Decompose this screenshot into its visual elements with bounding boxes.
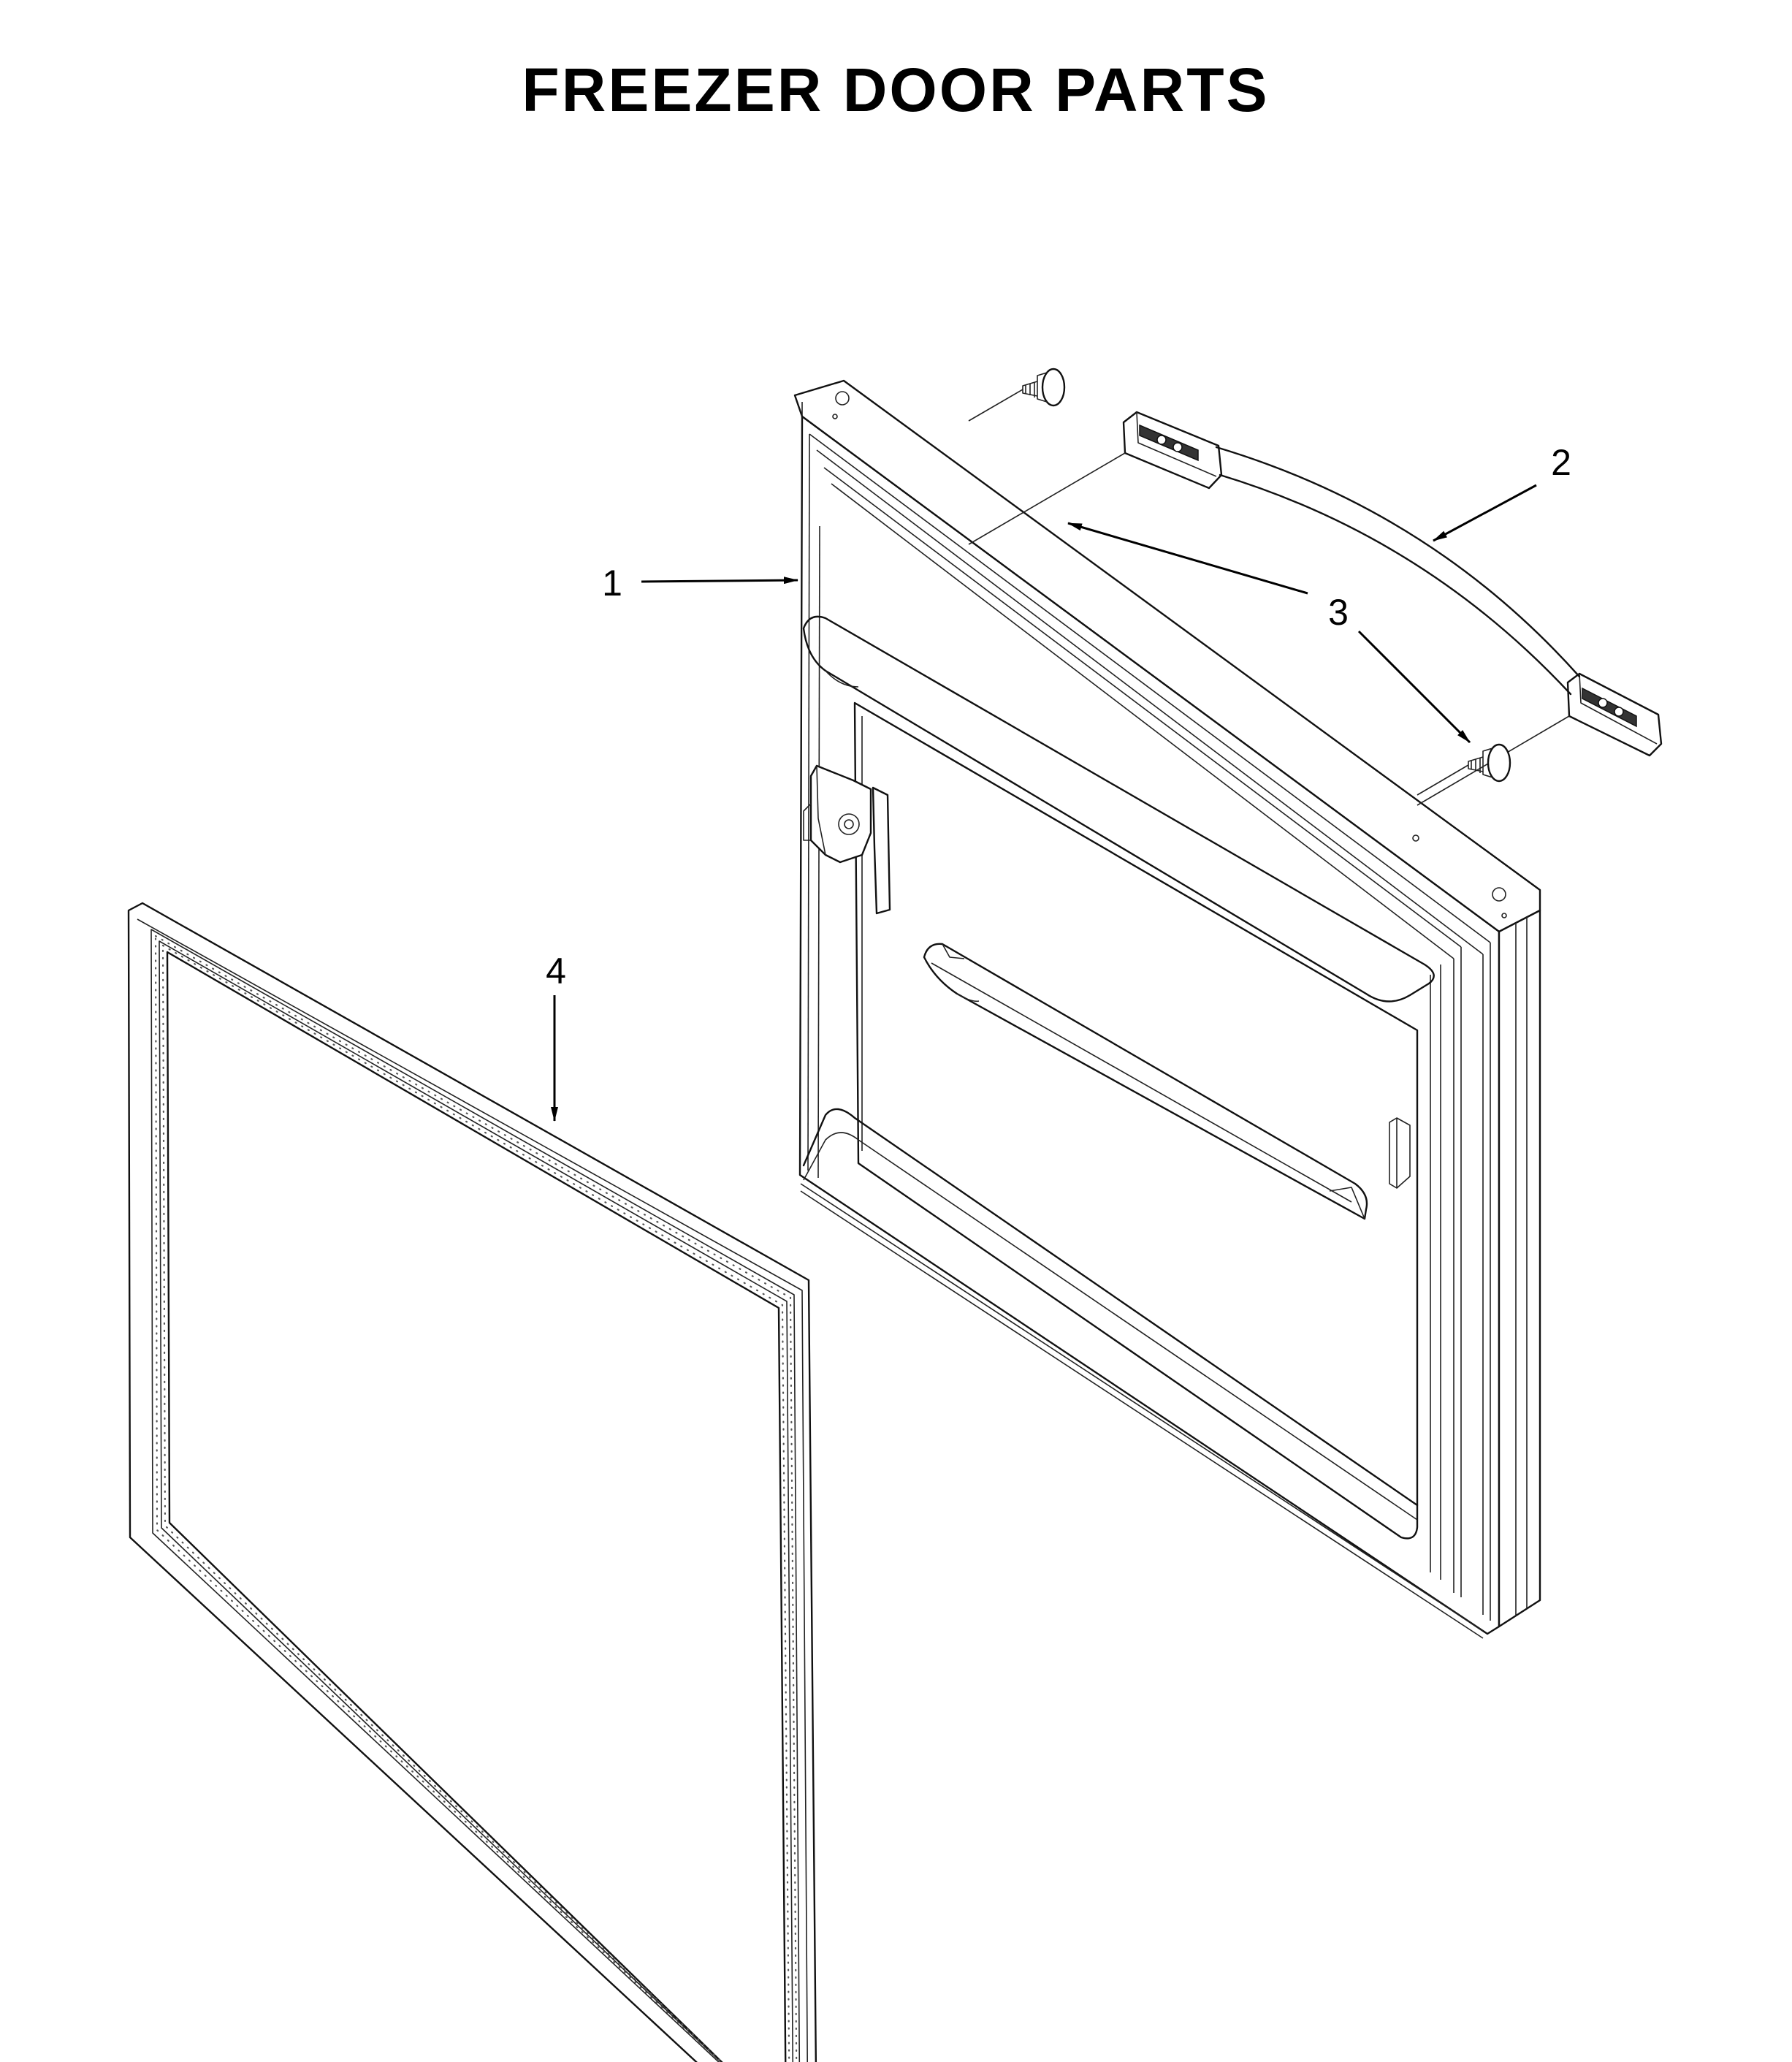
freezer-door [793, 379, 1541, 1639]
page-title: FREEZER DOOR PARTS [522, 56, 1269, 124]
svg-text:4: 4 [546, 951, 566, 992]
callout-1: 1 [602, 563, 798, 604]
door-gasket [127, 902, 817, 2062]
callout-2: 2 [1433, 442, 1571, 542]
handle-mounting-screw [968, 368, 1511, 796]
svg-text:2: 2 [1551, 442, 1571, 483]
callout-3: 3 [1067, 522, 1471, 744]
callout-4: 4 [546, 951, 566, 1122]
svg-text:3: 3 [1328, 592, 1349, 633]
door-handle [968, 411, 1663, 806]
svg-text:1: 1 [602, 563, 622, 604]
